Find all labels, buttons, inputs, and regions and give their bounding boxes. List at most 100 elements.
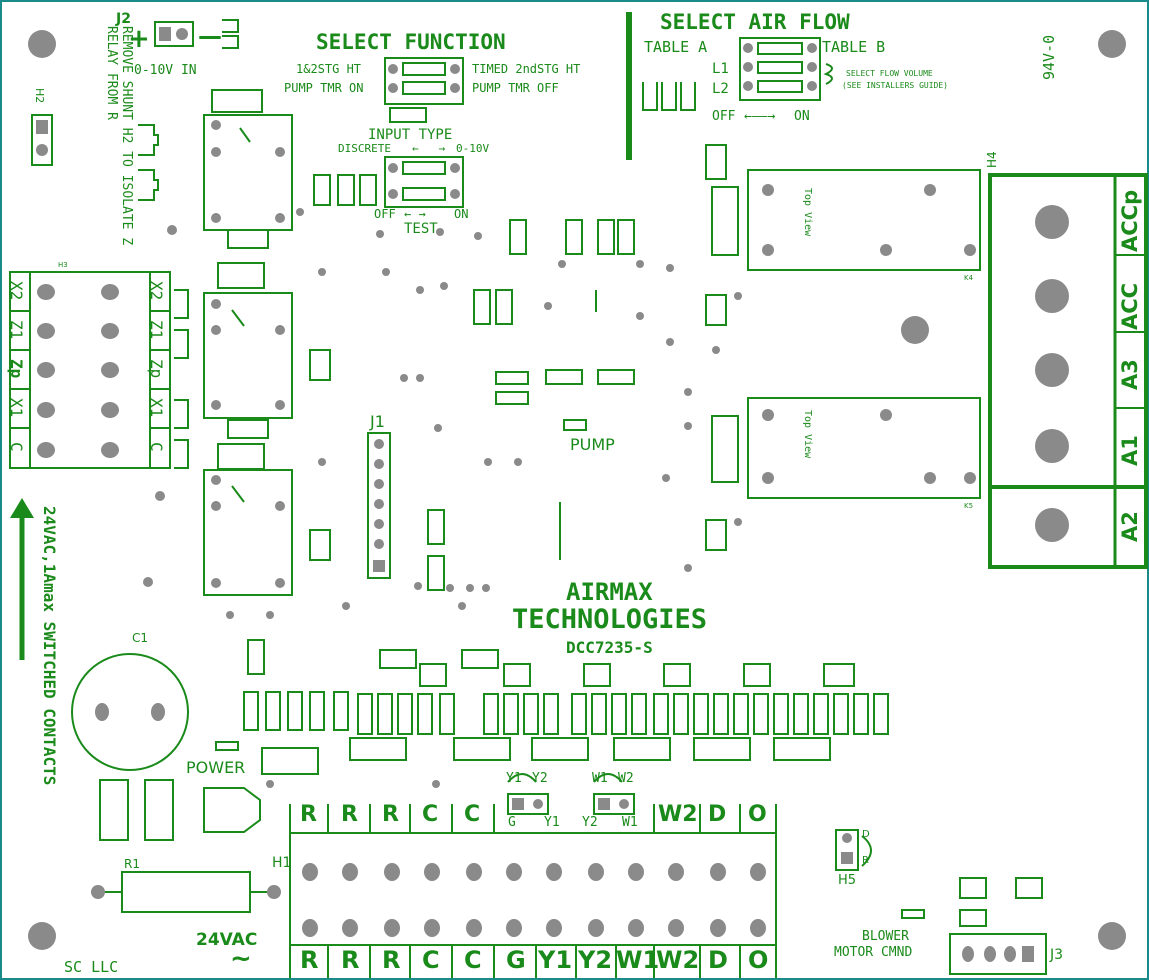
- h2-jumper: [31, 114, 53, 166]
- j1-header: [367, 432, 391, 579]
- flow-note-1: SELECT FLOW VOLUME: [846, 69, 933, 78]
- mounting-hole: [1098, 30, 1126, 58]
- h1-top-0: R: [300, 802, 317, 827]
- table-a-label: TABLE A: [644, 38, 708, 56]
- h5-jumper: [835, 829, 859, 871]
- function-row1-left: 1&2STG HT: [296, 62, 362, 76]
- j3-ref: J3: [1050, 947, 1064, 963]
- resistor-r1: [121, 871, 251, 913]
- h1-top-8: W1: [622, 815, 638, 830]
- h4-pin-0: ACCp: [1118, 189, 1142, 252]
- company-line1: AIRMAX: [566, 578, 653, 606]
- left-arrow-icon: ← →: [412, 142, 446, 155]
- j3-label-2: MOTOR CMND: [834, 945, 913, 960]
- h1-bottom-8: W1: [616, 946, 660, 974]
- h7-right: W2: [618, 771, 634, 786]
- c1-ref: C1: [132, 631, 149, 645]
- k5-ref: K5: [964, 502, 974, 510]
- h1-bottom-4: C: [464, 946, 482, 974]
- h5-r: R: [862, 855, 869, 866]
- h3-pin-right-4: C: [147, 442, 166, 452]
- function-dip-switch: [384, 57, 464, 105]
- pump-led-label: PUMP: [570, 435, 615, 454]
- h1-top-7: Y2: [582, 815, 598, 830]
- vias: [143, 208, 742, 788]
- test-off: OFF: [374, 207, 396, 221]
- h7-left: W1: [592, 771, 608, 786]
- up-arrow-icon: [10, 498, 34, 660]
- h3-pin-left-0: X2: [7, 281, 26, 301]
- double-arrow-icon: ←——→: [744, 109, 776, 124]
- l2-label: L2: [712, 81, 729, 97]
- h3-pin-right-0: X2: [147, 281, 166, 301]
- function-row1-right: TIMED 2ndSTG HT: [472, 62, 581, 76]
- relay-k1: [203, 114, 293, 231]
- h1-bottom-1: R: [341, 946, 360, 974]
- ac-symbol: ~: [230, 944, 252, 974]
- l1-label: L1: [712, 61, 729, 77]
- j2-label: 0-10V IN: [134, 63, 197, 78]
- h4-terminal-block: [988, 173, 1148, 569]
- j2-connector: [154, 21, 194, 47]
- relay-k5: [747, 397, 981, 499]
- j3-connector: [949, 933, 1047, 975]
- h6-jumper: [507, 793, 549, 815]
- k4-top-view: Top View: [802, 188, 813, 237]
- company-line2: TECHNOLOGIES: [512, 604, 708, 635]
- select-air-flow-title: SELECT AIR FLOW: [660, 10, 850, 34]
- h5-ref: H5: [838, 873, 857, 888]
- function-row2-left: PUMP TMR ON: [284, 81, 364, 95]
- j1-ref: J1: [370, 412, 385, 431]
- mounting-hole: [1098, 922, 1126, 950]
- h2-note: REMOVE SHUNT H2 TO ISOLATE Z RELAY FROM …: [104, 26, 134, 246]
- h4-pin-3: A1: [1118, 435, 1142, 466]
- mounting-hole: [901, 316, 929, 344]
- h1-top-1: R: [341, 802, 358, 827]
- minus-sign: —: [198, 22, 222, 50]
- h6-left: Y1: [506, 771, 522, 786]
- h3-pin-right-2: Zp: [147, 359, 166, 379]
- h1-ref: H1: [272, 855, 292, 871]
- h1-top-11: O: [748, 802, 767, 827]
- h1-bottom-6: Y1: [538, 946, 573, 974]
- relay-k2: [203, 292, 293, 419]
- test-on: ON: [454, 207, 469, 221]
- power-led-label: POWER: [186, 758, 246, 777]
- table-b-label: TABLE B: [822, 38, 886, 56]
- input-type-left: DISCRETE: [338, 142, 391, 155]
- function-row2-right: PUMP TMR OFF: [472, 81, 559, 95]
- h3-pin-right-1: Z1: [147, 320, 166, 340]
- airflow-off: OFF: [712, 109, 736, 124]
- r1-ref: R1: [124, 857, 140, 871]
- h5-d: D: [862, 829, 870, 840]
- input-type-title: INPUT TYPE: [368, 127, 453, 143]
- h4-ref: H4: [985, 151, 999, 168]
- h1-bottom-0: R: [300, 946, 319, 974]
- h3-pin-right-3: X1: [147, 398, 166, 418]
- relay-k3: [203, 469, 293, 596]
- h1-top-3: C: [422, 802, 439, 827]
- h1-bottom-9: W2: [656, 946, 700, 974]
- airflow-dip-switch: [739, 37, 821, 101]
- h4-pin-2: A3: [1118, 359, 1142, 390]
- h3-ref: H3: [58, 261, 68, 269]
- k4-ref: K4: [964, 274, 974, 282]
- h1-bottom-5: G: [506, 946, 526, 974]
- h1-top-2: R: [382, 802, 399, 827]
- input-type-right: 0-10V: [456, 142, 490, 155]
- model-number: DCC7235-S: [566, 638, 653, 657]
- k5-top-view: Top View: [802, 410, 813, 459]
- h1-top-10: D: [708, 802, 727, 827]
- h7-jumper: [593, 793, 635, 815]
- maker-label: SC LLC: [64, 958, 119, 976]
- h1-bottom-10: D: [708, 946, 728, 974]
- h1-top-4: C: [464, 802, 481, 827]
- input-dip-switch: [384, 156, 464, 208]
- capacitor-c1: [71, 653, 189, 771]
- side-note: 24VAC,1Amax SWITCHED CONTACTS: [40, 506, 59, 786]
- j3-label-1: BLOWER: [862, 929, 909, 944]
- h3-terminal-block: [9, 271, 171, 469]
- h1-terminal-block: [289, 832, 777, 946]
